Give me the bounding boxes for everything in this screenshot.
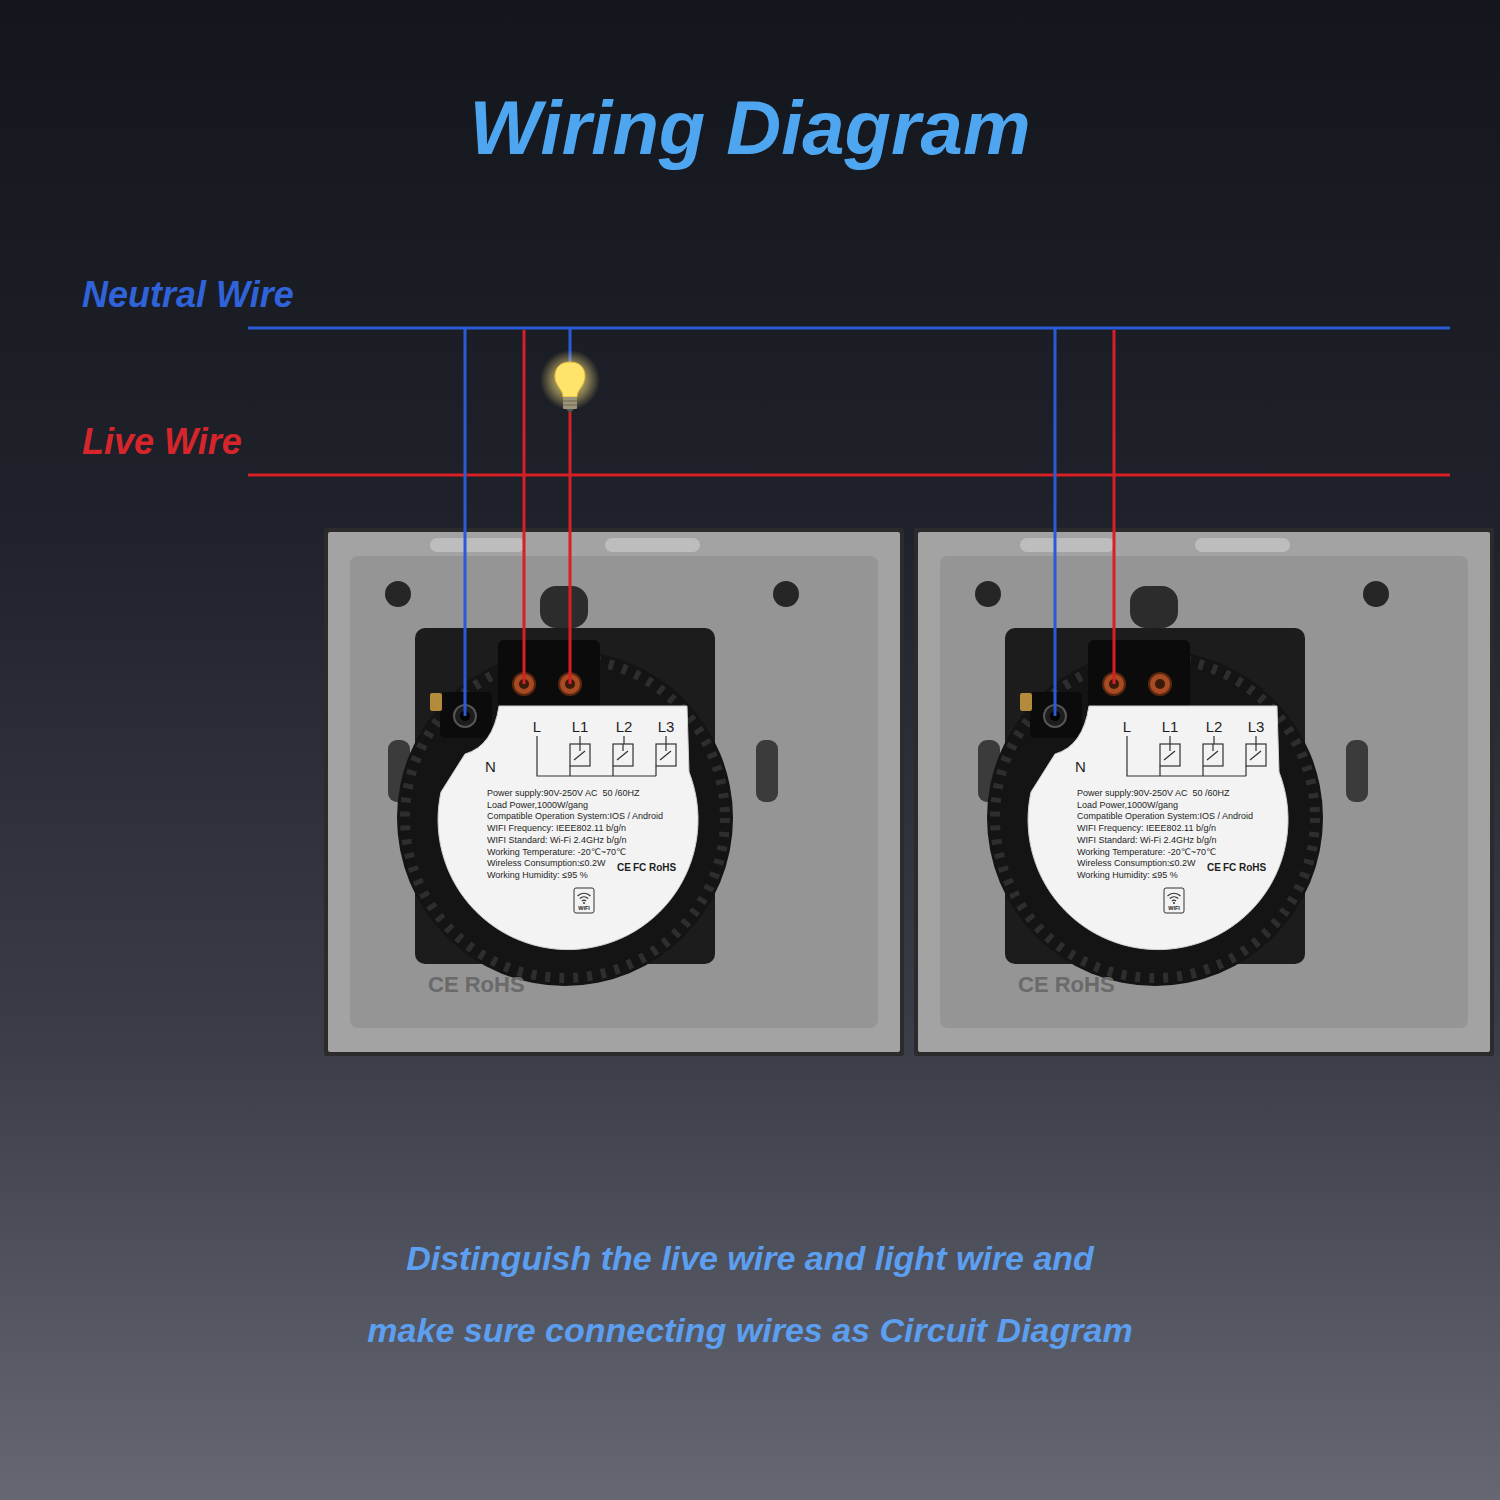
relay-symbol <box>613 744 633 766</box>
cert-mark: FC <box>633 862 646 874</box>
neutral-lead <box>1054 328 1057 716</box>
light-bulb <box>540 350 600 413</box>
terminal-label: L2 <box>1206 718 1223 736</box>
terminal-label: L3 <box>1248 718 1265 736</box>
spec-line: WIFI Standard: Wi-Fi 2.4GHz b/g/n <box>1077 835 1217 846</box>
schematic-lines <box>1127 736 1256 776</box>
bulb-glow <box>540 350 600 410</box>
relay-contact <box>1164 744 1175 760</box>
wifi-dot <box>1173 902 1175 904</box>
cert-mark: FC <box>1223 862 1236 874</box>
relay-contact <box>617 744 628 760</box>
sticker-shape <box>1028 706 1288 950</box>
cert-mark: CE <box>1207 862 1221 874</box>
spec-label-sticker: L L1 L2 L3N Power supply:90V-250V AC 50 /60H… <box>1027 702 1283 952</box>
spec-line: WIFI Frequency: IEEE802.11 b/g/n <box>487 823 626 834</box>
terminal-label: L3 <box>658 718 675 736</box>
terminal-label: N <box>1075 758 1086 776</box>
terminal-label: L2 <box>616 718 633 736</box>
live-lead <box>523 330 526 684</box>
switch-plate <box>914 528 1494 1056</box>
live-lead <box>1113 330 1116 684</box>
lamp-switched-lead <box>569 412 572 684</box>
live-wire <box>248 474 1450 477</box>
relay-symbol <box>1160 744 1180 766</box>
wire-label: Live Wire <box>82 420 242 464</box>
switch-schematic <box>537 736 676 776</box>
wifi-label: WIFI <box>578 905 590 912</box>
wire-label: Neutral Wire <box>82 273 294 317</box>
neutral-wire <box>248 327 1450 330</box>
relay-contact <box>1250 744 1261 760</box>
sticker-shape <box>438 706 698 950</box>
cert-mark: RoHS <box>649 862 676 874</box>
relay-symbol <box>1246 744 1266 766</box>
wifi-label: WIFI <box>1168 905 1180 912</box>
terminal-label: L <box>1123 718 1131 736</box>
relay-symbol <box>1203 744 1223 766</box>
bulb-thread <box>563 401 577 405</box>
terminal-label: N <box>485 758 496 776</box>
spec-line: Working Humidity: ≤95 % <box>487 870 588 881</box>
schematic-lines <box>537 736 666 776</box>
switch-plate <box>324 528 904 1056</box>
relay-contact <box>1207 744 1218 760</box>
embossed-mark: CE RoHS <box>428 972 525 998</box>
spec-line: WIFI Frequency: IEEE802.11 b/g/n <box>1077 823 1216 834</box>
spec-line: Wireless Consumption:≤0.2W <box>487 858 605 869</box>
bulb-glass <box>555 362 585 397</box>
spec-line: Working Humidity: ≤95 % <box>1077 870 1178 881</box>
spec-line: Compatible Operation System:IOS / Androi… <box>487 811 663 822</box>
spec-line: WIFI Standard: Wi-Fi 2.4GHz b/g/n <box>487 835 627 846</box>
spec-line: Power supply:90V-250V AC 50 /60HZ <box>487 788 640 799</box>
switch-schematic <box>1127 736 1266 776</box>
spec-line: Load Power,1000W/gang <box>1077 800 1178 811</box>
relay-symbol <box>570 744 590 766</box>
wifi-icon <box>574 888 594 913</box>
terminal-label: L1 <box>572 718 589 736</box>
bulb-tip <box>566 409 574 413</box>
relay-symbol <box>656 744 676 766</box>
wifi-waves <box>578 893 591 901</box>
title: Wiring Diagram <box>0 86 1500 170</box>
wifi-frame <box>1164 888 1184 913</box>
wifi-waves <box>1168 893 1181 901</box>
terminal-label: L <box>533 718 541 736</box>
wifi-frame <box>574 888 594 913</box>
wifi-icon <box>1164 888 1184 913</box>
wifi-dot <box>583 902 585 904</box>
terminal-label: L1 <box>1162 718 1179 736</box>
spec-line: Load Power,1000W/gang <box>487 800 588 811</box>
spec-line: Wireless Consumption:≤0.2W <box>1077 858 1195 869</box>
relay-contact <box>660 744 671 760</box>
cert-mark: CE <box>617 862 631 874</box>
bulb-base <box>563 397 577 409</box>
relay-contact <box>574 744 585 760</box>
spec-line: Compatible Operation System:IOS / Androi… <box>1077 811 1253 822</box>
embossed-mark: CE RoHS <box>1018 972 1115 998</box>
neutral-lead <box>464 328 467 716</box>
spec-label-sticker: L L1 L2 L3N Power supply:90V-250V AC 50 /60H… <box>437 702 693 952</box>
spec-line: Working Temperature: -20℃~70℃ <box>487 847 626 858</box>
spec-line: Working Temperature: -20℃~70℃ <box>1077 847 1216 858</box>
caption: Distinguish the live wire and light wire… <box>290 1222 1210 1366</box>
spec-line: Power supply:90V-250V AC 50 /60HZ <box>1077 788 1230 799</box>
cert-mark: RoHS <box>1239 862 1266 874</box>
